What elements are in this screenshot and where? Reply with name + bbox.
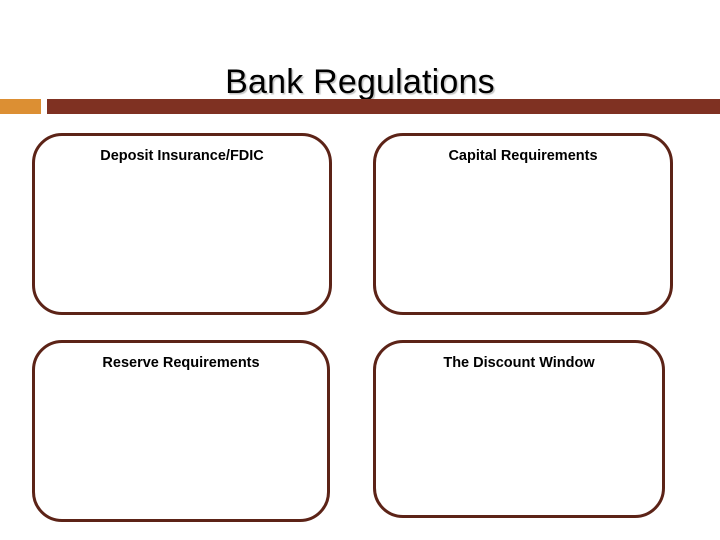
callout-body[interactable] <box>47 174 317 302</box>
page-title: Bank Regulations <box>225 62 495 101</box>
callout-box-deposit-insurance[interactable]: Deposit Insurance/FDIC <box>32 133 332 315</box>
divider-accent-segment <box>0 99 41 114</box>
callout-body[interactable] <box>388 381 650 505</box>
callout-label: Deposit Insurance/FDIC <box>100 148 264 164</box>
callout-box-capital-requirements[interactable]: Capital Requirements <box>373 133 673 315</box>
callout-label: Capital Requirements <box>448 148 598 164</box>
callout-body[interactable] <box>47 381 315 509</box>
callout-body[interactable] <box>388 174 658 302</box>
title-divider-bar <box>0 99 720 114</box>
callout-label: The Discount Window <box>443 355 595 371</box>
callout-box-discount-window[interactable]: The Discount Window <box>373 340 665 518</box>
callout-box-reserve-requirements[interactable]: Reserve Requirements <box>32 340 330 522</box>
divider-main-segment <box>47 99 720 114</box>
callout-label: Reserve Requirements <box>102 355 260 371</box>
